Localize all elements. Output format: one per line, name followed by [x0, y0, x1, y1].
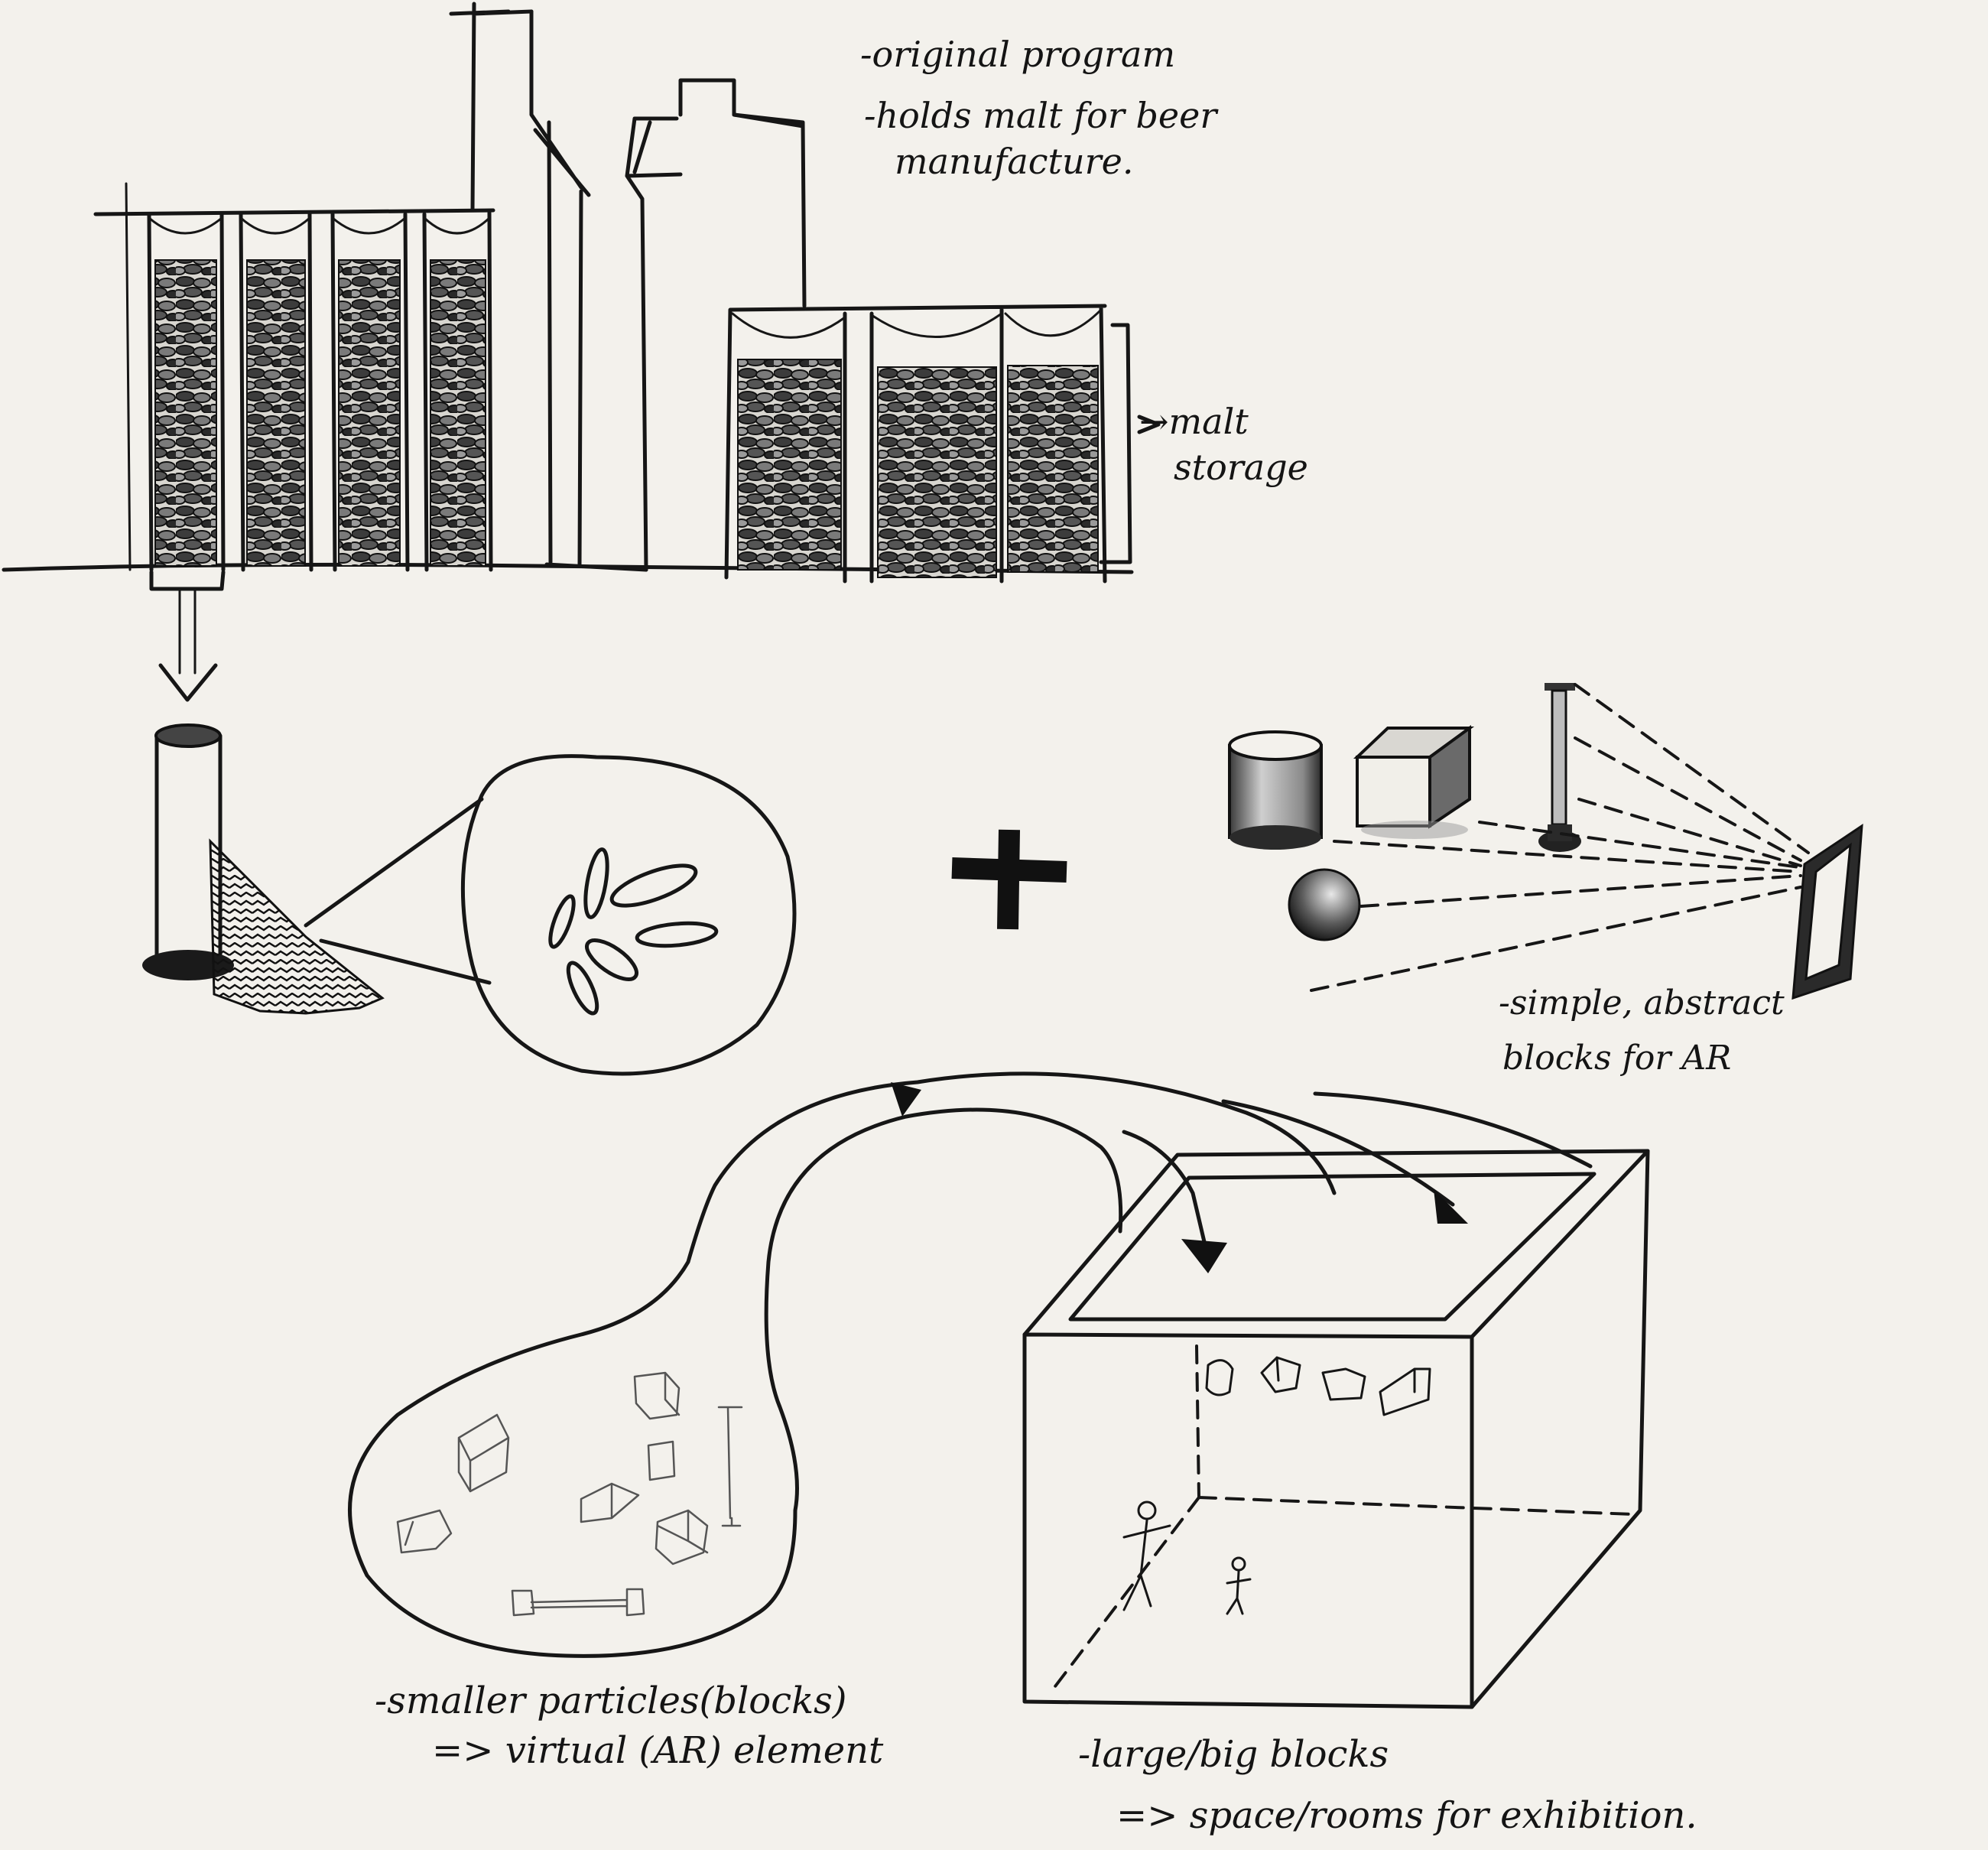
large-exhibition-cube	[1022, 1149, 1650, 1709]
annotation-malt-storage-line2: storage	[1174, 447, 1308, 488]
grain-seed-icons	[548, 847, 719, 1016]
wall-blocks	[1205, 1356, 1431, 1416]
cube-block	[1353, 725, 1475, 839]
stick-figures	[1122, 1500, 1252, 1615]
malt-silo-building	[2, 2, 1161, 702]
particle-blocks	[396, 1371, 743, 1617]
magnifier-bubble	[460, 754, 797, 1076]
left-silo-group	[147, 210, 493, 702]
annotation-ar-blocks-line2: blocks for AR	[1502, 1039, 1732, 1078]
right-silo-group	[724, 304, 1161, 584]
annotation-original-program: -original program	[860, 34, 1176, 75]
central-tower	[449, 2, 807, 572]
annotation-malt-storage-line1: →malt	[1139, 401, 1249, 442]
cylinder-block	[1228, 730, 1323, 850]
annotation-particles-line1: -smaller particles(blocks)	[375, 1679, 847, 1722]
silo-detail-illustration	[142, 723, 797, 1076]
annotation-holds-malt-line2: manufacture.	[895, 141, 1134, 182]
annotation-ar-blocks-line1: -simple, abstract	[1499, 984, 1785, 1023]
annotation-large-blocks-line2: => space/rooms for exhibition.	[1116, 1794, 1697, 1837]
annotation-holds-malt-line1: -holds malt for beer	[864, 95, 1217, 136]
annotation-particles-line2: => virtual (AR) element	[432, 1729, 884, 1772]
plus-icon	[951, 829, 1067, 930]
ar-primitive-blocks	[1228, 683, 1863, 1000]
annotation-large-blocks-line1: -large/big blocks	[1078, 1733, 1389, 1776]
ar-device-icon	[1791, 824, 1863, 1000]
sphere-block	[1288, 868, 1361, 941]
particles-to-room-diagram	[348, 1071, 1650, 1709]
pillar-block	[1538, 683, 1581, 852]
